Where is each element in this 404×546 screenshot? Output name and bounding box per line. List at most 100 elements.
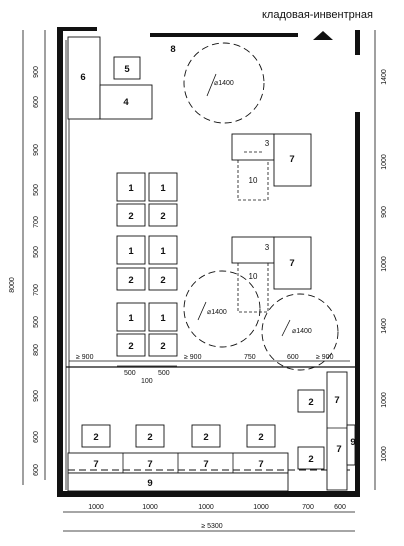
clearance-circle-top: [183, 42, 265, 124]
table-1-label: 1: [128, 183, 134, 194]
diameter-mark-right: [281, 319, 291, 337]
left-total-dim: 8000: [9, 277, 16, 293]
chair-2-label: 2: [160, 211, 165, 222]
bottom-dim-600: 600: [334, 504, 346, 511]
counter-9-bottom: [67, 472, 289, 492]
equipment-4: [99, 84, 153, 120]
chair-2-bottom: [191, 424, 221, 448]
chair-2-label: 2: [160, 341, 165, 352]
table-1-label: 1: [160, 183, 166, 194]
left-dim-700: 700: [33, 216, 40, 228]
chair-2-right-bottom: [297, 446, 325, 470]
circle-mid-label: ⌀1400: [207, 309, 227, 316]
door-arrow-icon: [313, 31, 333, 40]
bottom-total-dim: ≥ 5300: [201, 523, 222, 530]
equipment-10-bottom-label: 10: [249, 272, 258, 281]
left-dims: 900 600 900 500 700 500 700 500 800 900 …: [9, 66, 40, 476]
chair-2-label: 2: [308, 397, 313, 408]
left-dim-900: 900: [33, 66, 40, 78]
wall-right: [355, 112, 360, 497]
chair-2-label: 2: [147, 432, 152, 443]
right-dim-900: 900: [381, 206, 388, 218]
right-dim-1000: 1000: [381, 154, 388, 170]
equipment-6: [67, 36, 101, 120]
diameter-mark: [206, 73, 217, 97]
right-dim-1000: 1000: [381, 446, 388, 462]
clearance-circle-mid: [183, 270, 261, 348]
chair-2-bottom: [81, 424, 111, 448]
chair-2-label: 2: [93, 432, 98, 443]
counter-7-label: 7: [203, 459, 208, 470]
chair-2: [116, 333, 146, 357]
counter-7-label: 7: [258, 459, 263, 470]
right-dim-1400: 1400: [381, 69, 388, 85]
equipment-3-top-label: 3: [265, 139, 270, 148]
bottom-dim-1000: 1000: [88, 504, 104, 511]
clearance-circle-right: [261, 293, 339, 371]
wall-left: [57, 27, 63, 497]
wall-right-top: [355, 30, 360, 55]
equipment-8-label: 8: [170, 44, 175, 55]
chair-2-label: 2: [128, 341, 133, 352]
chair-2: [148, 267, 178, 291]
table-1: [148, 235, 178, 265]
right-dim-1000: 1000: [381, 256, 388, 272]
mid-dim-750: 750: [244, 354, 256, 361]
left-dim-700: 700: [33, 284, 40, 296]
equipment-10-top-label: 10: [249, 176, 258, 185]
equipment-7-right-label: 7: [336, 444, 341, 455]
right-dims: 1400 1000 900 1000 1400 1000 1000: [381, 69, 388, 462]
left-dim-900: 900: [33, 144, 40, 156]
equipment-7-right: [326, 371, 348, 491]
right-dim-1400: 1400: [381, 318, 388, 334]
chair-2-label: 2: [128, 211, 133, 222]
table-1: [116, 302, 146, 332]
equipment-9-right: [346, 424, 356, 466]
chair-2: [148, 203, 178, 227]
mid-dim-g900c: ≥ 900: [316, 354, 334, 361]
bottom-dim-1000: 1000: [142, 504, 158, 511]
equipment-6-label: 6: [80, 72, 85, 83]
mid-dim-g900b: ≥ 900: [184, 354, 202, 361]
chair-2: [116, 267, 146, 291]
left-dim-900: 900: [33, 390, 40, 402]
diameter-mark-mid: [197, 301, 207, 321]
wall-bottom: [57, 491, 360, 497]
counter-9-label: 9: [147, 478, 152, 489]
chair-2: [116, 203, 146, 227]
mid-dim-g900a: ≥ 900: [76, 354, 94, 361]
equipment-3-bottom-label: 3: [265, 243, 270, 252]
left-dim-500: 500: [33, 246, 40, 258]
circle-top-label: ⌀1400: [214, 80, 234, 87]
equipment-3-bottom: [231, 236, 275, 264]
equipment-4-label: 4: [123, 97, 129, 108]
table-1-label: 1: [160, 246, 166, 257]
equipment-7-top-label: 7: [289, 154, 294, 165]
equipment-9-right-label: 9: [350, 437, 355, 448]
left-dim-500: 500: [33, 316, 40, 328]
chair-2-bottom: [135, 424, 165, 448]
wall-top: [150, 33, 298, 37]
walls: [57, 27, 360, 497]
table-1: [116, 235, 146, 265]
counter-7-label: 7: [93, 459, 98, 470]
chair-2-label: 2: [308, 454, 313, 465]
table-1-label: 1: [128, 313, 134, 324]
left-dim-800: 800: [33, 344, 40, 356]
equipment-5-label: 5: [124, 64, 130, 75]
mid-dim-500b: 500: [158, 370, 170, 377]
chair-2: [148, 333, 178, 357]
seating-group: 1 1 2 2 1 1 2 2 1 1 2 2: [116, 172, 178, 357]
chair-2-label: 2: [128, 275, 133, 286]
bottom-dim-700: 700: [302, 504, 314, 511]
chair-2-bottom: [246, 424, 276, 448]
mid-dim-100: 100: [141, 378, 153, 385]
equipment-7-mid-label: 7: [289, 258, 294, 269]
bottom-dims: 1000 1000 1000 1000 700 600 ≥ 5300: [88, 504, 346, 530]
equipment-5: [113, 56, 141, 80]
table-1: [148, 302, 178, 332]
equipment-7-mid: [273, 236, 312, 290]
equipment-7-top: [273, 133, 312, 187]
bottom-dim-1000: 1000: [253, 504, 269, 511]
